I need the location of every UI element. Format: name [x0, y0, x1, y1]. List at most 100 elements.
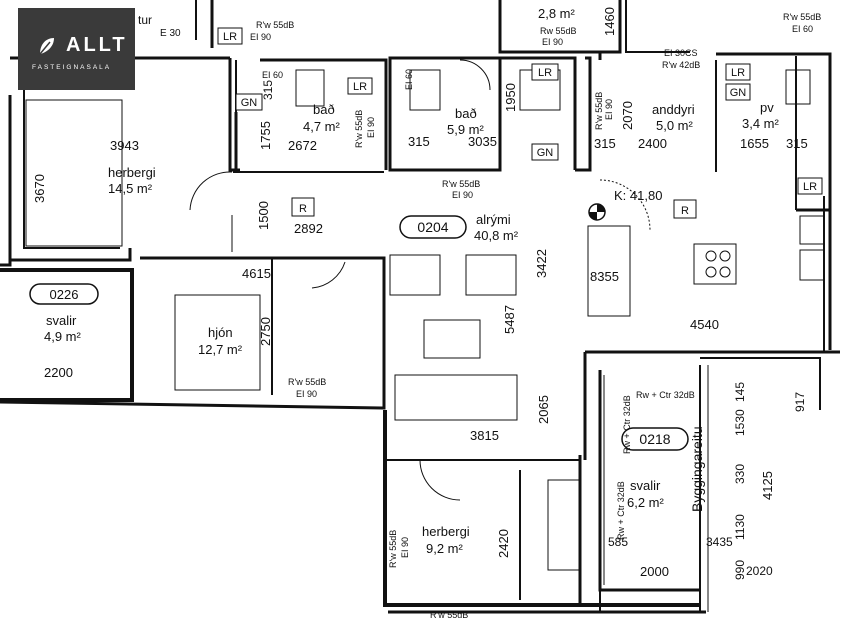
sofa-icon [394, 374, 518, 421]
rw42-label: R'w 42dB [662, 60, 700, 70]
living-room-name: alrými [476, 212, 511, 227]
dim-4615: 4615 [242, 266, 271, 281]
dim-1500: 1500 [256, 201, 271, 230]
herbergi-2-name: herbergi [422, 524, 470, 539]
bad-2-name: bað [455, 106, 477, 121]
rw55-bottom: R'w 55dB [430, 610, 468, 620]
lr-label-2: LR [353, 81, 367, 93]
rw55-vert-herb: R'w 55dB [388, 530, 398, 568]
svalir-1-area: 4,9 m² [44, 329, 82, 344]
bad-1-area: 4,7 m² [303, 119, 341, 134]
gn-label-3: GN [730, 87, 747, 99]
dim-315-c: 315 [594, 136, 616, 151]
rwctr-vert-2: Rw + Ctr 32dB [616, 481, 626, 540]
dim-2065: 2065 [536, 395, 551, 424]
rw55-hjon: R'w 55dB [288, 377, 326, 387]
toilet-icon [295, 69, 325, 107]
svalir2-tag-box [621, 427, 689, 451]
elevation-marker-icon [588, 203, 606, 221]
herbergi-1-area: 14,5 m² [108, 181, 153, 196]
ei90-vert-bath: EI 90 [366, 117, 376, 138]
dim-315-b: 315 [408, 134, 430, 149]
svalir-2-tag: 0218 [639, 431, 670, 447]
dining-table-icon [587, 225, 631, 317]
lr-label-4: LR [731, 67, 745, 79]
byggingarreitur-label: Byggingareitu [689, 426, 705, 512]
dim-3422: 3422 [534, 249, 549, 278]
r-label-1: R [299, 203, 307, 215]
pv-area: 3,4 m² [742, 116, 780, 131]
gn-label-2: GN [537, 147, 554, 159]
rw55-geymsla: Rw 55dB [540, 26, 577, 36]
lr-box-4 [725, 63, 751, 81]
rwctr-vert-1: Rw + Ctr 32dB [622, 395, 632, 454]
ei90-hjon: EI 90 [296, 389, 317, 399]
ei90-geymsla: EI 90 [542, 37, 563, 47]
dim-330: 330 [733, 464, 747, 484]
pv-name: pv [760, 100, 774, 115]
gn-box-3 [725, 83, 751, 101]
armchair-icon [389, 254, 441, 296]
unit-tag-box [399, 215, 467, 239]
dim-2420: 2420 [496, 529, 511, 558]
brand-logo: ALLT FASTEIGNASALA [18, 8, 135, 90]
dim-1460: 1460 [602, 7, 617, 36]
appliance-icon [799, 215, 825, 245]
herbergi-1-name: herbergi [108, 165, 156, 180]
rw55-vert-bath: R'w 55dB [354, 110, 364, 148]
dim-990: 990 [733, 560, 747, 580]
text-labels: 0204 alrými 40,8 m² K: 41,80 herbergi 14… [32, 6, 821, 620]
tur-label: tur [138, 13, 152, 27]
svalir-1-tag: 0226 [50, 287, 79, 302]
lr-label-5: LR [803, 181, 817, 193]
r-label-2: R [681, 205, 689, 217]
dim-585: 585 [608, 535, 628, 549]
gn-box-1 [235, 93, 263, 111]
brand-name: ALLT [66, 34, 128, 56]
dim-3943: 3943 [110, 138, 139, 153]
lr-label-3: LR [538, 67, 552, 79]
dim-2892: 2892 [294, 221, 323, 236]
anddyri-name: anddyri [652, 102, 695, 117]
gn-box-2 [531, 143, 559, 161]
gn-label-1: GN [241, 97, 258, 109]
unit-number: 0204 [417, 219, 448, 235]
dim-2020: 2020 [746, 564, 773, 578]
armchair-icon-2 [465, 254, 517, 296]
rw55-vert-entry: R'w 55dB [594, 92, 604, 130]
bed-icon [25, 99, 123, 247]
lr-box-3 [531, 63, 559, 81]
ei90-mid: EI 90 [452, 190, 473, 200]
bad-1-name: bað [313, 102, 335, 117]
dim-3815: 3815 [470, 428, 499, 443]
dim-1755: 1755 [258, 121, 273, 150]
dim-1950: 1950 [503, 83, 518, 112]
dim-5487: 5487 [502, 305, 517, 334]
svalir-tag-box [29, 283, 99, 305]
dim-4540: 4540 [690, 317, 719, 332]
dim-2750: 2750 [258, 317, 273, 346]
hjon-name: hjón [208, 325, 233, 340]
r-box-1 [291, 197, 315, 217]
wc-icon [785, 69, 811, 105]
cooktop-icon [693, 243, 737, 285]
dim-4125: 4125 [760, 471, 775, 500]
ei90-vert-entry: EI 90 [604, 99, 614, 120]
ei60-bath: EI 60 [262, 70, 283, 80]
brand-tagline: FASTEIGNASALA [32, 64, 112, 71]
leaf-icon [39, 38, 54, 55]
svalir-2-name: svalir [630, 478, 661, 493]
dim-1130: 1130 [733, 514, 747, 540]
dim-3435: 3435 [706, 535, 733, 549]
dim-2000: 2000 [640, 564, 669, 579]
dim-1530: 1530 [733, 409, 747, 436]
dim-8355: 8355 [590, 269, 619, 284]
dim-315-a: 315 [261, 80, 275, 100]
dim-2200: 2200 [44, 365, 73, 380]
anddyri-area: 5,0 m² [656, 118, 694, 133]
rwctr-top: Rw + Ctr 32dB [636, 390, 695, 400]
herbergi-2-area: 9,2 m² [426, 541, 464, 556]
coffee-table-icon [423, 319, 481, 359]
